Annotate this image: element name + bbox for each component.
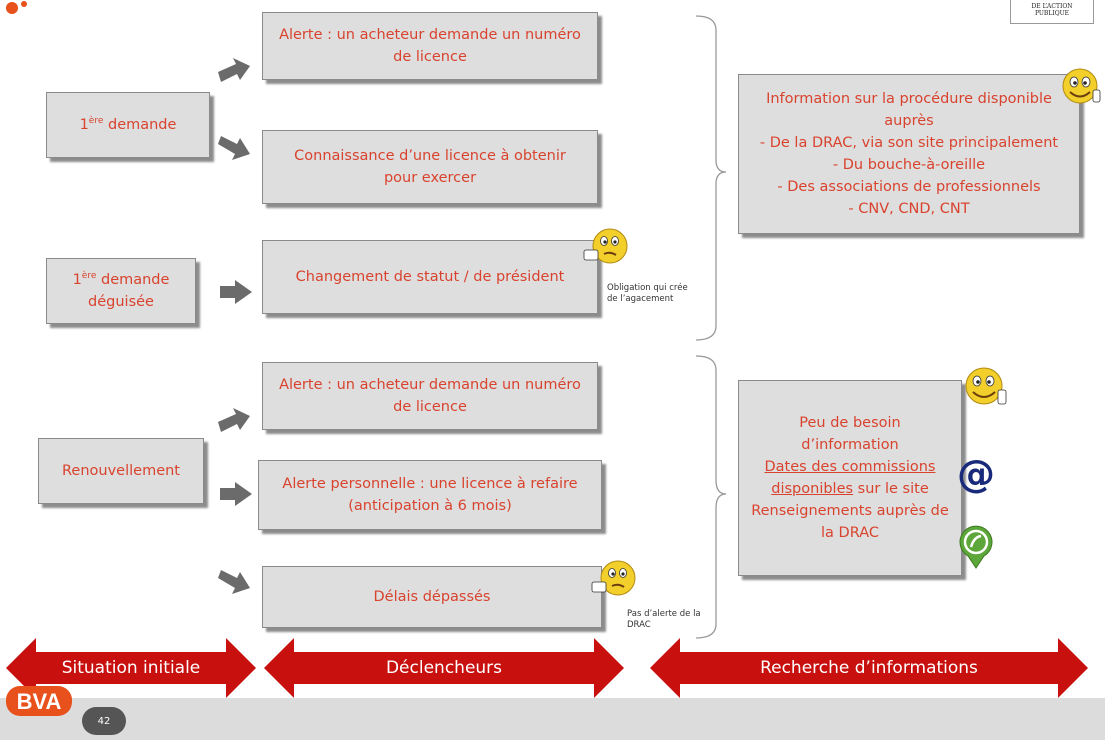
info-procedure-box: Information sur la procédure disponible … [738,74,1080,234]
thinking-thumbs-down-icon [583,228,628,264]
obligation-note: Obligation qui crée de l’agacement [607,283,688,304]
page-number: 42 [82,707,126,735]
thinking-thumbs-down-icon [591,560,636,596]
arrow-down-2 [218,570,250,594]
top-brace [695,15,727,341]
disguised-request-box: 1ère demande déguisée [46,258,196,324]
footer-bar [0,698,1105,740]
bva-logo: BVA [6,686,72,716]
band-triggers: Déclencheurs [385,658,503,678]
arrow-down-1 [218,136,250,160]
info-low-need-box: Peu de besoin d’information Dates des co… [738,380,962,576]
bottom-brace [695,355,727,639]
arrow-up-2 [218,408,250,432]
trigger-status-change: Changement de statut / de président [262,240,598,314]
trigger-buyer-alert-1: Alerte : un acheteur demande un numéro d… [262,12,598,80]
available-link[interactable]: disponibles [771,481,854,497]
phone-icon [959,525,993,569]
trigger-deadline-exceeded: Délais dépassés [262,566,602,628]
first-request-box: 1ère demande [46,92,210,158]
arrow-right-1 [220,280,252,304]
triggers-double-arrow [264,638,624,698]
no-alert-note: Pas d’alerte de la DRAC [627,609,701,630]
happy-thumbs-up-icon [965,367,1007,405]
trigger-license-knowledge: Connaissance d’une licence à obtenir pou… [262,130,598,204]
initial-double-arrow [6,638,256,698]
at-icon: @ [957,452,995,496]
arrow-up-1 [218,58,250,82]
band-initial-situation: Situation initiale [61,658,201,678]
bva-corner-icon [6,1,27,14]
arrow-right-2 [220,482,252,506]
commission-dates-link[interactable]: Dates des commissions [764,459,936,475]
trigger-personal-alert: Alerte personnelle : une licence à refai… [258,460,602,530]
trigger-buyer-alert-2: Alerte : un acheteur demande un numéro d… [262,362,598,430]
research-double-arrow [650,638,1088,698]
svg-text:BVA: BVA [17,689,62,714]
band-information-research: Recherche d’informations [760,658,978,678]
renewal-box: Renouvellement [38,438,204,504]
top-right-logo: DE L’ACTION PUBLIQUE [1010,0,1094,24]
happy-thumbs-up-icon [1062,68,1101,104]
